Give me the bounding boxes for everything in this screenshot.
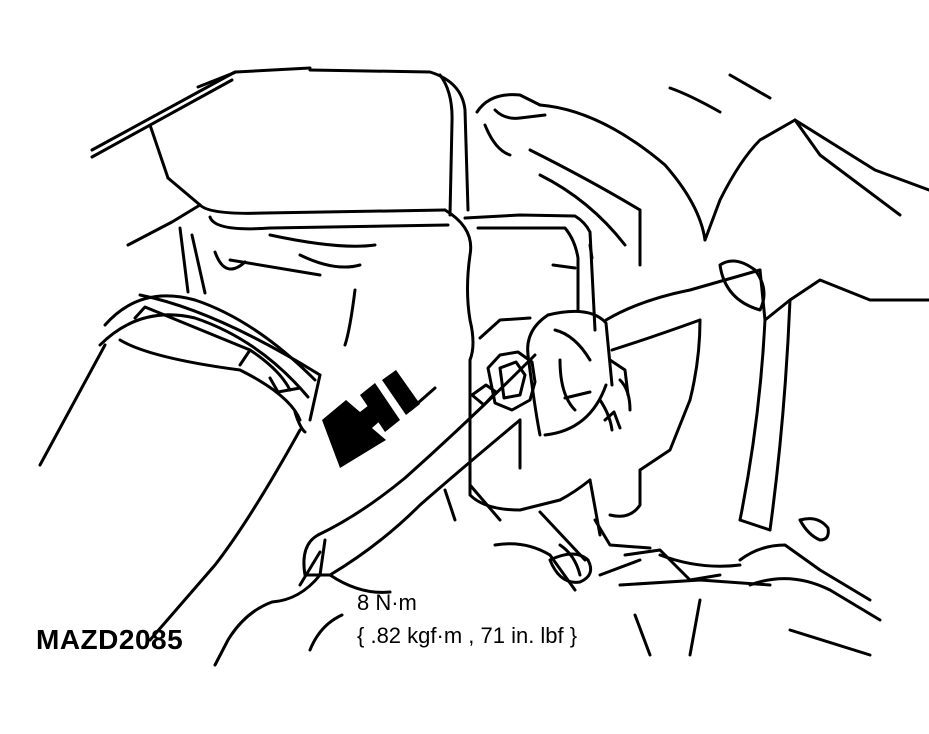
rod — [302, 353, 537, 577]
hose-clamp-icon — [98, 294, 317, 434]
direction-arrow-icon — [322, 370, 420, 468]
lower-housing — [443, 358, 772, 657]
torque-spec-alt: { .82 kgf·m , 71 in. lbf } — [357, 623, 578, 648]
body-panel — [90, 66, 312, 247]
torque-spec-nm: 8 N·m — [357, 590, 417, 615]
bottom-outline — [213, 538, 652, 667]
nut-icon — [470, 350, 537, 412]
figure-id: MAZD2085 — [36, 624, 184, 655]
side-pipe — [598, 268, 762, 432]
bracket — [463, 213, 597, 340]
right-structure — [608, 73, 929, 657]
clamp-bolt — [526, 309, 614, 437]
air-duct — [178, 68, 475, 412]
upper-pipe — [475, 86, 722, 267]
